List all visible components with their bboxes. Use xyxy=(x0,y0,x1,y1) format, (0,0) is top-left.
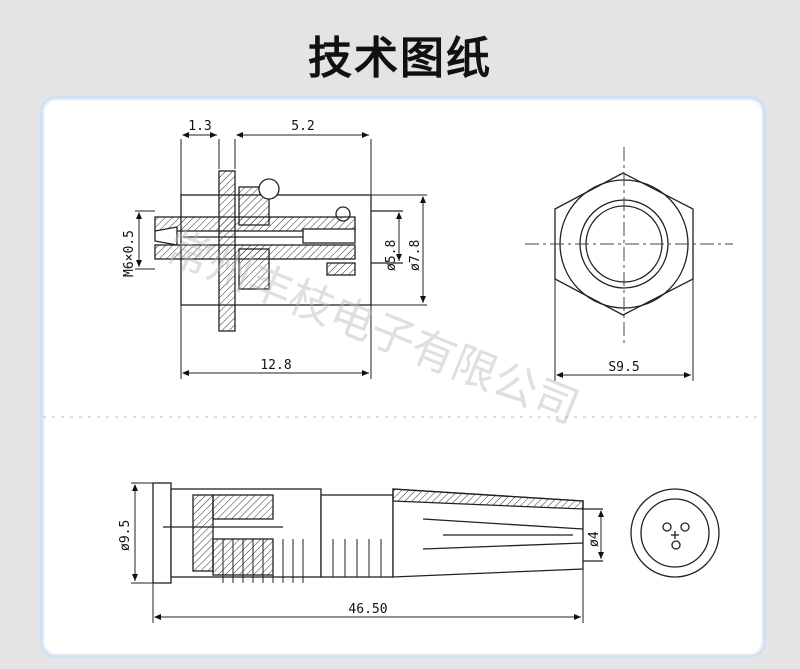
dim-total-length: 46.50 xyxy=(348,602,387,617)
plug-side-view xyxy=(131,482,720,623)
dim-top-right: 5.2 xyxy=(291,119,314,134)
dim-tail-dia: ø4 xyxy=(587,531,602,547)
hex-front-view xyxy=(525,147,733,381)
dim-outer-dia: ø7.8 xyxy=(408,240,423,271)
page-title: 技术图纸 xyxy=(308,33,492,84)
dim-thread: M6×0.5 xyxy=(122,230,137,277)
side-section-view xyxy=(135,132,427,379)
dim-bottom-dia: ø9.5 xyxy=(118,520,133,551)
dim-top-left: 1.3 xyxy=(188,119,211,134)
dim-length: 12.8 xyxy=(260,358,291,373)
drawing-panel: 1.3 5.2 M6×0.5 ø5.8 ø7.8 12.8 S9.5 xyxy=(40,96,766,658)
technical-drawing: 1.3 5.2 M6×0.5 ø5.8 ø7.8 12.8 S9.5 xyxy=(43,119,763,623)
dim-hex: S9.5 xyxy=(608,360,639,375)
dim-inner-dia: ø5.8 xyxy=(384,240,399,271)
